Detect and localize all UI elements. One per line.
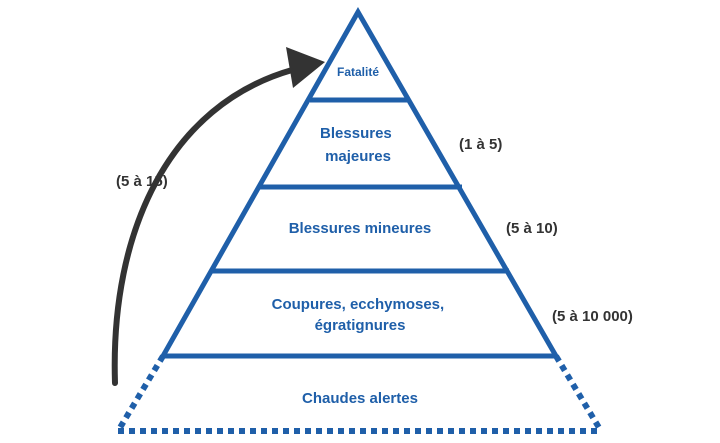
tier-line: Blessures xyxy=(320,125,392,142)
tier-label-near-misses: Chaudes alertes xyxy=(302,390,418,407)
ratio-label-major: (1 à 5) xyxy=(459,136,502,153)
tier-line: majeures xyxy=(325,148,391,165)
tier-line: égratignures xyxy=(315,317,406,334)
tier-label-cuts-bruises: Coupures, ecchymoses, égratignures xyxy=(272,296,449,334)
curved-arrow-icon xyxy=(111,47,325,386)
dotted-edge-left xyxy=(115,354,166,433)
pyramid-outline xyxy=(158,6,561,359)
dotted-edge-right xyxy=(553,354,604,433)
arrow-ratio-label: (5 à 15) xyxy=(116,173,168,190)
ratio-label-minor: (5 à 10) xyxy=(506,220,558,237)
ratio-label-cuts: (5 à 10 000) xyxy=(552,308,633,325)
tier-line: Coupures, ecchymoses, xyxy=(272,296,445,313)
tier-label-fatality: Fatalité xyxy=(337,65,379,79)
tier-label-minor-injuries: Blessures mineures xyxy=(289,220,432,237)
tier-label-major-injuries: Blessures majeures xyxy=(320,125,396,165)
